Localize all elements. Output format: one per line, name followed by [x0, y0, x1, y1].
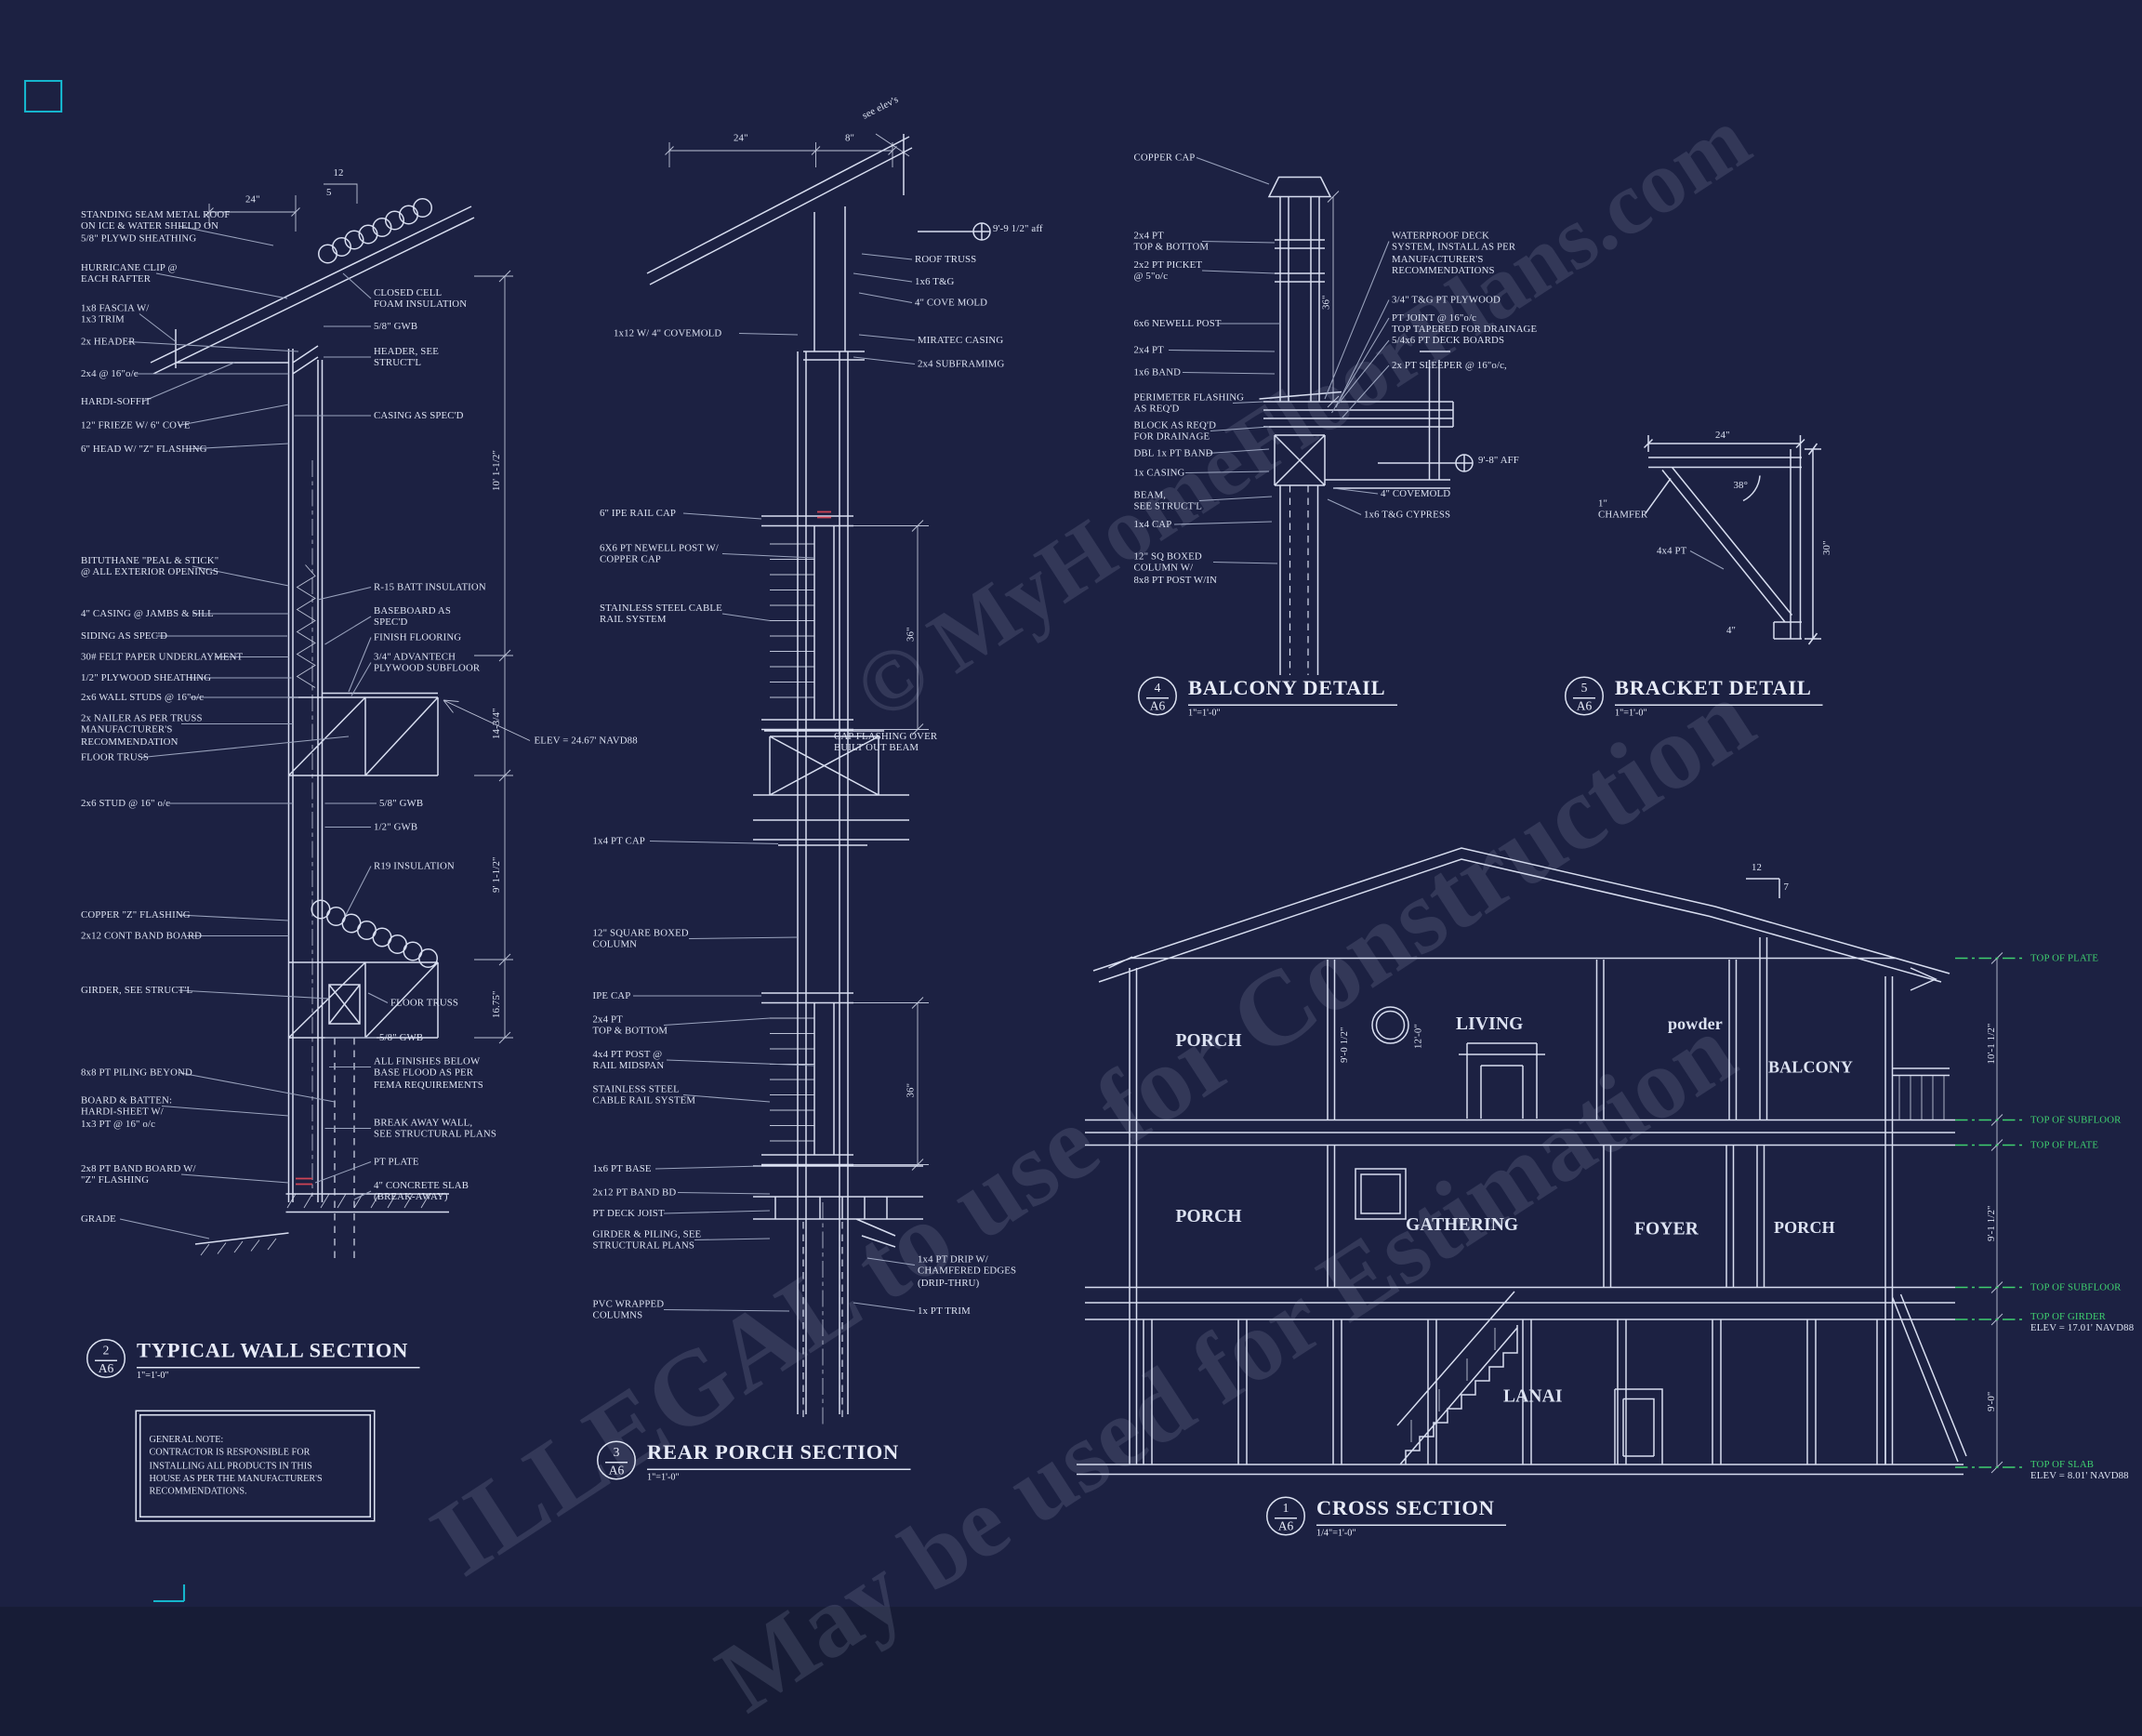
porch-dims — [665, 133, 929, 1171]
leader-line — [348, 637, 372, 693]
leader-line — [324, 616, 372, 645]
leader-line — [367, 992, 389, 1003]
leader-line — [649, 840, 779, 845]
leader-line — [192, 565, 289, 587]
leader-line — [1338, 339, 1390, 404]
leader-line — [853, 272, 913, 283]
leader-line — [1196, 157, 1270, 185]
leader-line — [353, 1190, 372, 1200]
porch-section-lines — [646, 134, 990, 1414]
leader-line — [178, 225, 274, 246]
leader-line — [1184, 470, 1270, 474]
leader-line — [178, 989, 330, 1000]
leader-line — [141, 362, 235, 403]
leader-line — [1341, 364, 1390, 419]
leader-line — [1173, 521, 1273, 525]
leader-line — [127, 340, 299, 352]
leader-line — [677, 1191, 771, 1195]
leader-line — [1201, 240, 1276, 244]
leader-line — [1689, 550, 1725, 570]
foundation-piles — [1143, 1319, 1886, 1464]
drawing-linework — [23, 79, 2025, 1603]
leader-line — [1198, 496, 1273, 502]
leader-line — [1327, 498, 1362, 515]
leader-line — [853, 356, 916, 365]
leader-line — [178, 1071, 336, 1103]
centerlines — [311, 460, 824, 1425]
leader-line — [178, 914, 289, 921]
leader-line — [688, 936, 799, 940]
bracket-detail-lines — [1643, 435, 1821, 645]
general-note: GENERAL NOTE: CONTRACTOR IS RESPONSIBLE … — [135, 1410, 376, 1522]
leader-line — [861, 253, 913, 260]
elevation-marker-lines — [1955, 957, 2025, 1468]
cross-section-lines — [1077, 847, 1967, 1476]
leader-line — [1332, 487, 1379, 495]
hidden-lines — [334, 485, 1309, 1417]
leader-line — [1182, 371, 1276, 375]
leader-line — [1324, 241, 1390, 400]
leader-line — [1201, 270, 1276, 274]
leader-line — [1335, 299, 1390, 408]
wall-section-lines — [150, 205, 475, 1245]
porch-cables — [770, 543, 814, 1142]
porthole-window — [1371, 1006, 1409, 1044]
leader-line — [694, 1238, 771, 1241]
leader-line — [682, 1093, 771, 1103]
wall-section-hatch — [200, 564, 430, 1256]
leader-line — [155, 272, 288, 299]
leader-line — [1212, 561, 1278, 564]
leader-line — [682, 512, 762, 520]
leader-line — [853, 1302, 916, 1312]
leader-line — [721, 613, 771, 622]
leader-line — [738, 332, 799, 336]
leader-line — [858, 292, 913, 304]
leader-line — [119, 1218, 210, 1239]
leader-line — [858, 334, 916, 341]
leader-line — [1210, 426, 1270, 432]
leader-line — [1331, 317, 1390, 414]
leader-line — [663, 1017, 771, 1027]
leader-line — [186, 443, 289, 450]
leader-line — [141, 735, 350, 759]
leader-line — [345, 866, 372, 916]
leader-line — [342, 272, 372, 299]
leader-line — [1232, 401, 1264, 404]
leader-line — [317, 586, 372, 601]
leader-line — [663, 1308, 790, 1312]
general-note-text: GENERAL NOTE: CONTRACTOR IS RESPONSIBLE … — [149, 1435, 323, 1497]
leader-line — [139, 313, 177, 342]
leader-line — [178, 404, 289, 427]
leader-line — [721, 552, 815, 559]
corner-marks — [23, 79, 186, 1603]
balcony-detail-lines — [1259, 176, 1473, 675]
leader-line — [1168, 349, 1276, 352]
red-accent-marks — [296, 510, 831, 1186]
leader-lines — [119, 157, 1725, 1312]
leader-line — [1207, 448, 1270, 455]
leader-line — [666, 1059, 815, 1067]
leader-line — [866, 1257, 916, 1266]
leader-line — [654, 1165, 762, 1170]
leader-line — [350, 662, 372, 696]
leader-line — [161, 1105, 289, 1117]
balcony-dims — [1327, 191, 1340, 408]
leader-line — [180, 1173, 289, 1184]
wall-section-dims — [205, 183, 531, 1044]
leader-line — [663, 1210, 771, 1214]
leader-line — [314, 1161, 372, 1184]
